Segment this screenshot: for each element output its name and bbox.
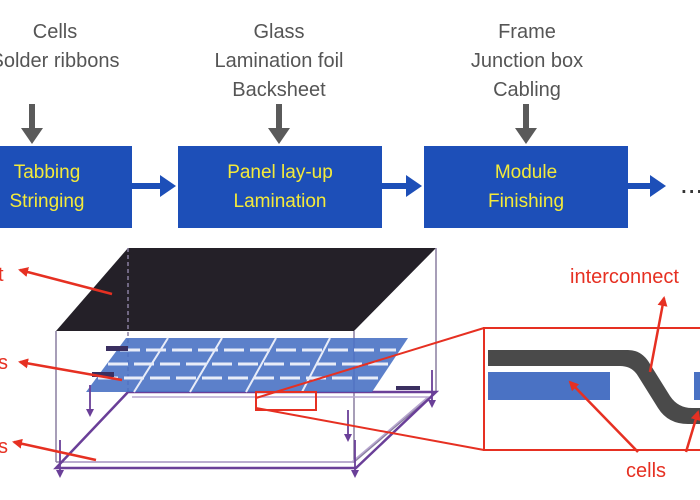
input-arrow-lamination	[268, 104, 290, 144]
left-label-backsheet: t	[0, 264, 4, 286]
cells-label: cells	[626, 460, 667, 482]
step-module-finishing: Module Finishing	[424, 146, 628, 228]
step-panel-layup-lamination: Panel lay-up Lamination	[178, 146, 382, 228]
input-label: Backsheet	[232, 79, 326, 101]
step-tabbing-stringing: Tabbing Stringing	[0, 146, 132, 228]
input-arrow-finishing	[515, 104, 537, 144]
interconnect-detail	[488, 350, 700, 424]
interconnect-label: interconnect	[570, 266, 679, 288]
annotation-arrows	[12, 267, 700, 462]
flow-arrow-1	[132, 175, 176, 197]
input-label: Solder ribbons	[0, 50, 120, 72]
input-label: Cells	[32, 21, 78, 43]
flow-arrow-2	[382, 175, 422, 197]
backsheet-layer	[56, 248, 436, 331]
step-label: Stringing	[9, 191, 85, 212]
cell-strings-layer	[86, 337, 420, 393]
inputs-lamination: Glass Lamination foil Backsheet	[179, 18, 379, 105]
left-label-glass: s	[0, 436, 8, 458]
inputs-finishing: Frame Junction box Cabling	[427, 18, 627, 105]
step-label: Finishing	[487, 191, 565, 212]
step-label: Module	[494, 162, 558, 183]
continuation-ellipsis: ...	[680, 168, 700, 199]
input-label: Frame	[498, 21, 556, 43]
input-label: Cabling	[493, 79, 561, 101]
input-label: Lamination foil	[214, 50, 344, 72]
inputs-stringing: Cells Solder ribbons	[0, 18, 155, 76]
step-label: Tabbing	[13, 162, 81, 183]
step-label: Lamination	[233, 191, 327, 212]
step-label: Panel lay-up	[227, 162, 333, 183]
input-label: Glass	[253, 21, 305, 43]
input-label: Junction box	[470, 50, 584, 72]
left-label-strings: s	[0, 352, 8, 374]
flow-arrow-3	[628, 175, 666, 197]
zoom-callout	[255, 327, 700, 451]
input-arrow-stringing	[21, 104, 43, 144]
